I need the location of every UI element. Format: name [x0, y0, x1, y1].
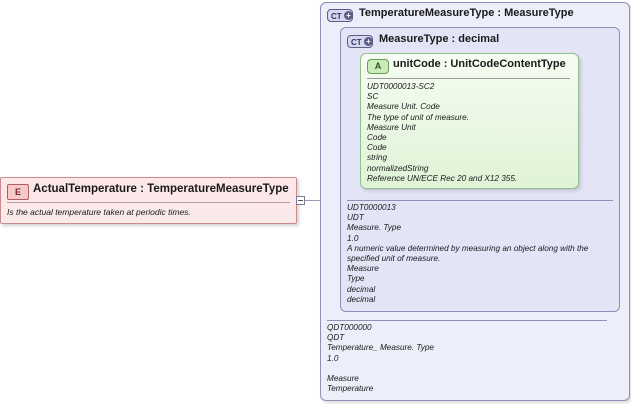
attribute-title: unitCode : UnitCodeContentType: [393, 58, 566, 70]
complex-type-badge-label: CT: [331, 12, 342, 21]
annotation-line: decimal: [347, 284, 376, 294]
annotation-line: string: [367, 153, 388, 163]
annotation-line: specified unit of measure.: [347, 254, 441, 264]
annotation-line: SC: [367, 92, 379, 102]
annotation-line: UDT0000013: [347, 203, 396, 212]
attribute-badge: A: [367, 59, 389, 74]
complex-type-badge-label: CT: [351, 38, 362, 47]
annotation-line: normalizedString: [367, 163, 429, 173]
annotation-line: 1.0: [327, 353, 339, 363]
element-title: ActualTemperature : TemperatureMeasureTy…: [33, 183, 289, 195]
expand-plus-icon: +: [344, 11, 353, 20]
annotation-line: UDT0000013-SC2: [367, 82, 435, 91]
inner-annotation-separator: [347, 200, 613, 201]
annotation-line: QDT: [327, 333, 345, 343]
annotation-line: The type of unit of measure.: [367, 112, 469, 122]
annotation-line: Reference UN/ECE Rec 20 and X12 355.: [367, 173, 518, 183]
attribute-unit-code[interactable]: A unitCode : UnitCodeContentType UDT0000…: [360, 53, 579, 189]
attribute-separator: [367, 78, 570, 79]
attribute-annotations: UDT0000013-SC2 SC Measure Unit. Code The…: [367, 82, 517, 184]
annotation-line: Code: [367, 143, 387, 153]
element-badge: E: [7, 184, 29, 200]
outer-annotation-separator: [327, 320, 607, 321]
annotation-line: Temperature: [327, 384, 374, 394]
annotation-line: Measure. Type: [347, 223, 401, 233]
annotation-line: Temperature_ Measure. Type: [327, 343, 434, 353]
annotation-line: Code: [367, 133, 387, 143]
element-documentation: Is the actual temperature taken at perio…: [7, 207, 191, 217]
annotation-line: Type: [347, 274, 365, 284]
annotation-line: Measure: [347, 264, 379, 274]
complex-type-title: MeasureType : decimal: [379, 33, 500, 45]
complex-type-title: TemperatureMeasureType : MeasureType: [359, 7, 574, 19]
collapse-toggle[interactable]: [296, 196, 305, 205]
complex-type-badge: CT +: [347, 35, 373, 48]
inner-annotations: UDT0000013 UDT Measure. Type 1.0 A numer…: [347, 203, 588, 305]
annotation-line: 1.0: [347, 233, 359, 243]
annotation-line: Measure: [327, 374, 359, 383]
annotation-line: UDT: [347, 213, 364, 223]
complex-type-badge: CT +: [327, 9, 353, 22]
annotation-line: QDT000000: [327, 323, 372, 332]
annotation-line: Measure Unit. Code: [367, 102, 440, 112]
annotation-line: Measure Unit: [367, 122, 416, 132]
outer-annotations: QDT000000 QDT Temperature_ Measure. Type…: [327, 323, 434, 394]
connector-line: [305, 200, 320, 201]
element-separator: [7, 202, 290, 203]
annotation-line: decimal: [347, 294, 376, 304]
annotation-line: [327, 364, 434, 374]
expand-plus-icon: +: [364, 37, 373, 46]
element-box[interactable]: E ActualTemperature : TemperatureMeasure…: [0, 177, 297, 224]
annotation-line: A numeric value determined by measuring …: [347, 243, 589, 253]
